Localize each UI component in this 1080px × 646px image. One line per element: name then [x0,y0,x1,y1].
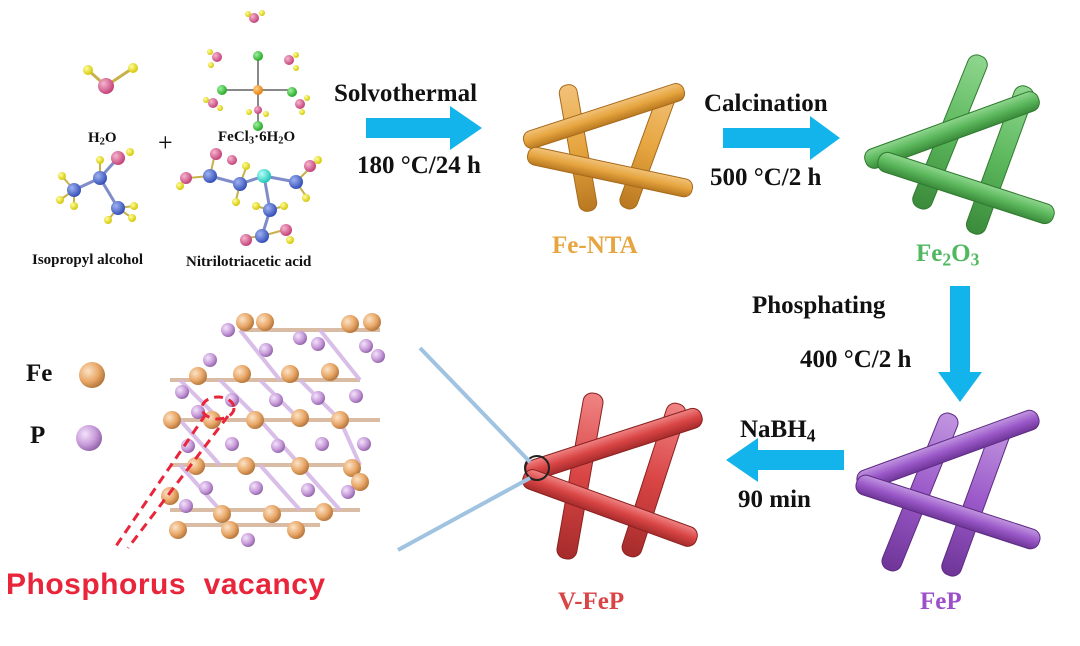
solvothermal-conditions: 180 °C/24 h [357,152,481,179]
nitrilotriacetic-acid-label: Nitrilotriacetic acid [186,254,312,270]
water-label-o: O [104,130,117,146]
phosphorus-vacancy-label: Phosphorus vacancy [6,568,326,601]
nitrilotriacetic-acid-molecule [176,148,322,246]
fep-rods [855,409,1041,577]
fecl3-label-a: FeCl [218,129,249,145]
fe2o3-rods [864,54,1055,235]
arrow-calcination [723,116,840,160]
isopropyl-alcohol-molecule [56,148,138,224]
nabh4-label-text: NaBH [740,416,807,443]
plus-sign: + [158,128,173,157]
fecl3-label-b: ·6H [254,129,279,145]
nabh4-conditions: 90 min [738,486,811,513]
solvothermal-label: Solvothermal [334,80,478,107]
water-label: H2O [88,130,117,148]
calcination-label: Calcination [704,90,828,117]
water-molecule [83,63,138,94]
v-fep-rods [522,392,703,560]
water-label-sub: 2 [99,136,105,148]
nabh4-label-sub: 4 [806,425,816,446]
arrow-nabh4 [726,438,844,482]
water-label-h: H [88,130,100,146]
fep-crystal-lattice [161,313,385,547]
vacancy-marker-circle [524,455,550,481]
arrow-phosphating [938,286,982,402]
legend-p-label: P [30,422,46,449]
fecl3-label-sub1: 3 [248,135,255,147]
fe2o3-label-sub2: 3 [970,249,980,270]
legend-p-atom [76,425,102,451]
fecl3-label: FeCl3·6H2O [218,129,295,147]
fe2o3-label-sub1: 2 [942,249,952,270]
phosphating-conditions: 400 °C/2 h [800,346,912,373]
calcination-conditions: 500 °C/2 h [710,164,822,191]
vacancy-pointer [114,395,236,549]
nabh4-label: NaBH4 [740,416,815,446]
fecl3-label-sub2: 2 [278,135,284,147]
zoom-lines [397,346,532,552]
v-fep-label: V-FeP [558,588,625,615]
fe-nta-rods [522,83,694,212]
isopropyl-alcohol-label: Isopropyl alcohol [32,252,143,268]
fep-label: FeP [920,588,962,615]
fe2o3-label-fe: Fe [916,240,943,267]
legend-fe-atom [79,362,105,388]
fecl3-hydrate-molecule [203,10,310,131]
fe-nta-label: Fe-NTA [552,232,638,259]
arrow-solvothermal [366,106,482,150]
phosphating-label: Phosphating [752,292,886,319]
fe2o3-label-o: O [951,240,971,267]
fe2o3-label: Fe2O3 [916,240,979,270]
legend-fe-label: Fe [26,360,53,387]
fecl3-label-c: O [283,129,296,145]
